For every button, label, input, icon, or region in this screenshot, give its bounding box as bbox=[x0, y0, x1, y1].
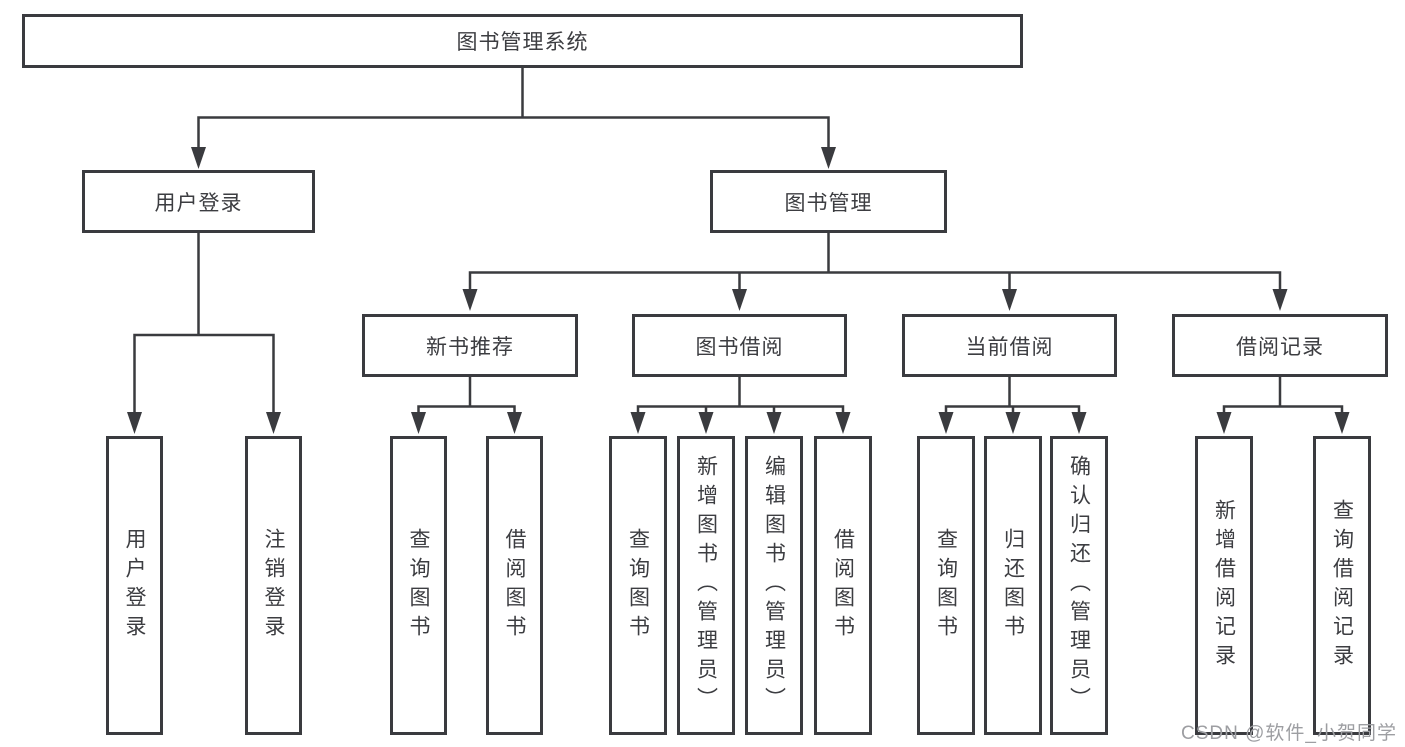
arrowhead-icon bbox=[630, 412, 646, 434]
leaf-borrow-books-recommend-label: 借阅图书 bbox=[503, 527, 526, 644]
leaf-add-book-admin-label: 新增图书（管理员） bbox=[694, 455, 718, 716]
leaf-return-books: 归还图书 bbox=[984, 436, 1042, 735]
node-user-login-label: 用户登录 bbox=[154, 191, 243, 215]
leaf-query-books-current-label: 查询图书 bbox=[934, 527, 958, 644]
leaf-borrow-books-recommend: 借阅图书 bbox=[486, 436, 543, 735]
node-current-borrow-label: 当前借阅 bbox=[965, 335, 1054, 359]
leaf-query-books-recommend-label: 查询图书 bbox=[407, 527, 430, 644]
leaf-confirm-return-admin: 确认归还（管理员） bbox=[1050, 436, 1108, 735]
arrowhead-icon bbox=[1071, 412, 1087, 434]
leaf-logout-label: 注销登录 bbox=[262, 527, 285, 644]
node-borrow-records-label: 借阅记录 bbox=[1236, 335, 1324, 359]
leaf-query-books-borrow: 查询图书 bbox=[609, 436, 667, 735]
leaf-query-borrow-record-label: 查询借阅记录 bbox=[1330, 498, 1354, 673]
arrowhead-icon bbox=[698, 412, 714, 434]
leaf-edit-book-admin: 编辑图书（管理员） bbox=[745, 436, 803, 735]
arrowhead-icon bbox=[191, 147, 206, 169]
arrowhead-icon bbox=[462, 289, 478, 311]
arrowhead-icon bbox=[127, 412, 142, 434]
arrowhead-icon bbox=[1216, 412, 1232, 434]
arrowhead-icon bbox=[821, 147, 836, 169]
arrowhead-icon bbox=[266, 412, 281, 434]
leaf-user-login-label: 用户登录 bbox=[123, 527, 146, 644]
csdn-watermark: CSDN @软件_小贺同学 bbox=[1181, 723, 1397, 744]
arrowhead-icon bbox=[1334, 412, 1350, 434]
node-root-label: 图书管理系统 bbox=[456, 31, 589, 54]
leaf-logout: 注销登录 bbox=[245, 436, 302, 735]
arrowhead-icon bbox=[766, 412, 782, 434]
leaf-query-books-borrow-label: 查询图书 bbox=[626, 527, 650, 644]
node-book-management-label: 图书管理 bbox=[784, 191, 873, 215]
node-book-borrow: 图书借阅 bbox=[632, 314, 847, 377]
arrowhead-icon bbox=[835, 412, 851, 434]
node-book-borrow-label: 图书借阅 bbox=[695, 335, 784, 359]
arrowhead-icon bbox=[1005, 412, 1021, 434]
leaf-user-login: 用户登录 bbox=[106, 436, 163, 735]
node-borrow-records: 借阅记录 bbox=[1172, 314, 1388, 377]
arrowhead-icon bbox=[1272, 289, 1288, 311]
node-current-borrow: 当前借阅 bbox=[902, 314, 1117, 377]
node-new-book-recommend: 新书推荐 bbox=[362, 314, 578, 377]
leaf-add-borrow-record: 新增借阅记录 bbox=[1195, 436, 1253, 735]
arrowhead-icon bbox=[732, 289, 747, 311]
node-new-book-recommend-label: 新书推荐 bbox=[426, 335, 514, 359]
leaf-confirm-return-admin-label: 确认归还（管理员） bbox=[1067, 455, 1091, 716]
leaf-return-books-label: 归还图书 bbox=[1001, 527, 1025, 644]
leaf-add-book-admin: 新增图书（管理员） bbox=[677, 436, 735, 735]
leaf-query-books-current: 查询图书 bbox=[917, 436, 975, 735]
arrowhead-icon bbox=[938, 412, 954, 434]
leaf-borrow-books-borrow: 借阅图书 bbox=[814, 436, 872, 735]
arrowhead-icon bbox=[507, 412, 522, 434]
leaf-add-borrow-record-label: 新增借阅记录 bbox=[1212, 498, 1236, 673]
leaf-borrow-books-borrow-label: 借阅图书 bbox=[831, 527, 855, 644]
node-book-management: 图书管理 bbox=[710, 170, 947, 233]
arrowhead-icon bbox=[411, 412, 426, 434]
leaf-query-books-recommend: 查询图书 bbox=[390, 436, 447, 735]
arrowhead-icon bbox=[1002, 289, 1017, 311]
node-root: 图书管理系统 bbox=[22, 14, 1023, 68]
leaf-query-borrow-record: 查询借阅记录 bbox=[1313, 436, 1371, 735]
leaf-edit-book-admin-label: 编辑图书（管理员） bbox=[762, 455, 786, 716]
node-user-login: 用户登录 bbox=[82, 170, 315, 233]
